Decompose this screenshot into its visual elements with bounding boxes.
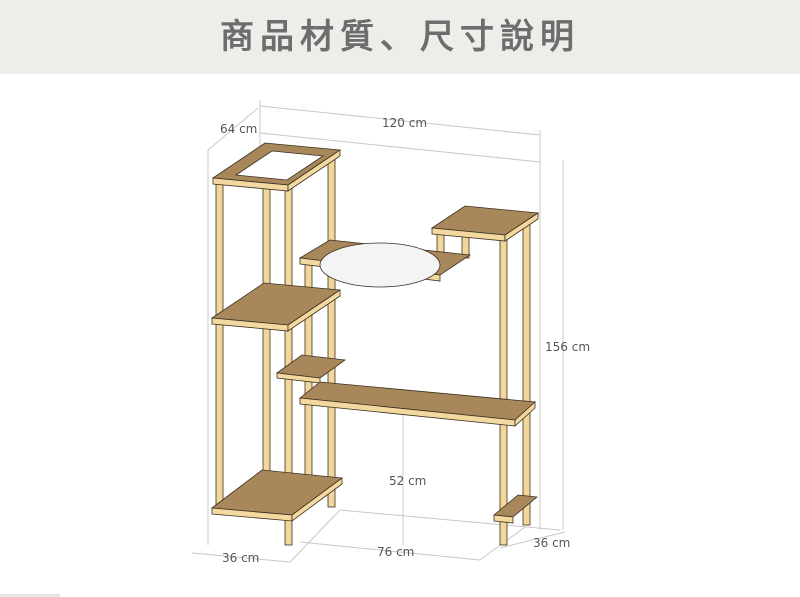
basin	[319, 242, 441, 288]
pole	[215, 181, 224, 513]
bottom-right-small-shelf	[493, 494, 538, 524]
dim-line-width	[259, 105, 541, 136]
pole	[522, 214, 531, 526]
label-height: 156 cm	[545, 340, 590, 354]
top-right-shelf	[430, 205, 540, 242]
page-title: 商品材質、尺寸說明	[220, 17, 580, 57]
dim-line-floor	[339, 509, 561, 531]
dimension-labels: 120 cm 64 cm 156 cm 52 cm 36 cm 76 cm 36…	[220, 116, 590, 565]
upper-left-shelf	[210, 282, 342, 332]
header-bar: 商品材質、尺寸說明	[0, 0, 800, 74]
label-total-width: 120 cm	[382, 116, 427, 130]
dim-line-depth	[207, 107, 259, 151]
top-frame-board	[211, 142, 342, 192]
dim-line-bottom-mid	[299, 541, 481, 561]
dim-line-bottom-left	[191, 552, 291, 563]
label-bottom-left-depth: 36 cm	[222, 551, 259, 565]
bottom-left-shelf	[210, 469, 344, 522]
label-bottom-gap: 76 cm	[377, 545, 414, 559]
label-left-depth: 64 cm	[220, 122, 257, 136]
label-shelf-height: 52 cm	[389, 474, 426, 488]
dim-line-width-lower	[259, 132, 541, 163]
dim-line-bottom-left-diag	[289, 509, 341, 563]
bottom-divider	[0, 594, 60, 597]
basin-board	[298, 239, 472, 288]
pole	[499, 234, 508, 546]
long-middle-shelf	[298, 381, 536, 427]
label-bottom-right-depth: 36 cm	[533, 536, 570, 550]
boards	[210, 142, 540, 524]
pole	[327, 151, 336, 508]
dim-line-bottom-right	[499, 531, 566, 549]
